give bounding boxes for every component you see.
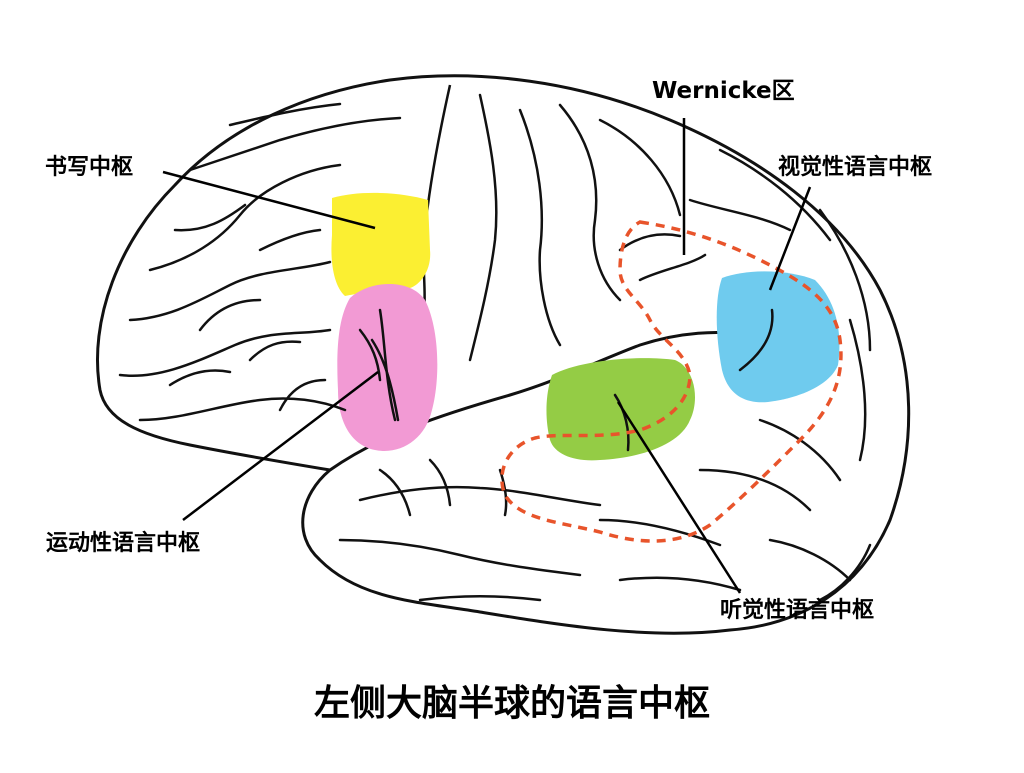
writing-center-label: 书写中枢 (45, 155, 134, 180)
leader-writing-center (162, 170, 376, 230)
writing-center-region (331, 192, 431, 296)
leader-visual-language-center (768, 186, 812, 291)
motor-language-center-label: 运动性语言中枢 (46, 531, 201, 556)
leader-motor-language-center (182, 371, 379, 521)
brain-outline (96, 74, 911, 635)
figure-caption: 左侧大脑半球的语言中枢 (313, 683, 710, 724)
leader-auditory-language-center (616, 401, 742, 594)
brain-gyri (118, 93, 872, 602)
wernicke-area-label: Wernicke区 (652, 78, 795, 104)
visual-language-center-region (716, 271, 840, 403)
visual-language-center-label: 视觉性语言中枢 (778, 155, 933, 180)
wernicke-area-boundary (500, 220, 843, 543)
leader-lines (162, 118, 812, 594)
auditory-language-center-label: 听觉性语言中枢 (720, 598, 875, 623)
